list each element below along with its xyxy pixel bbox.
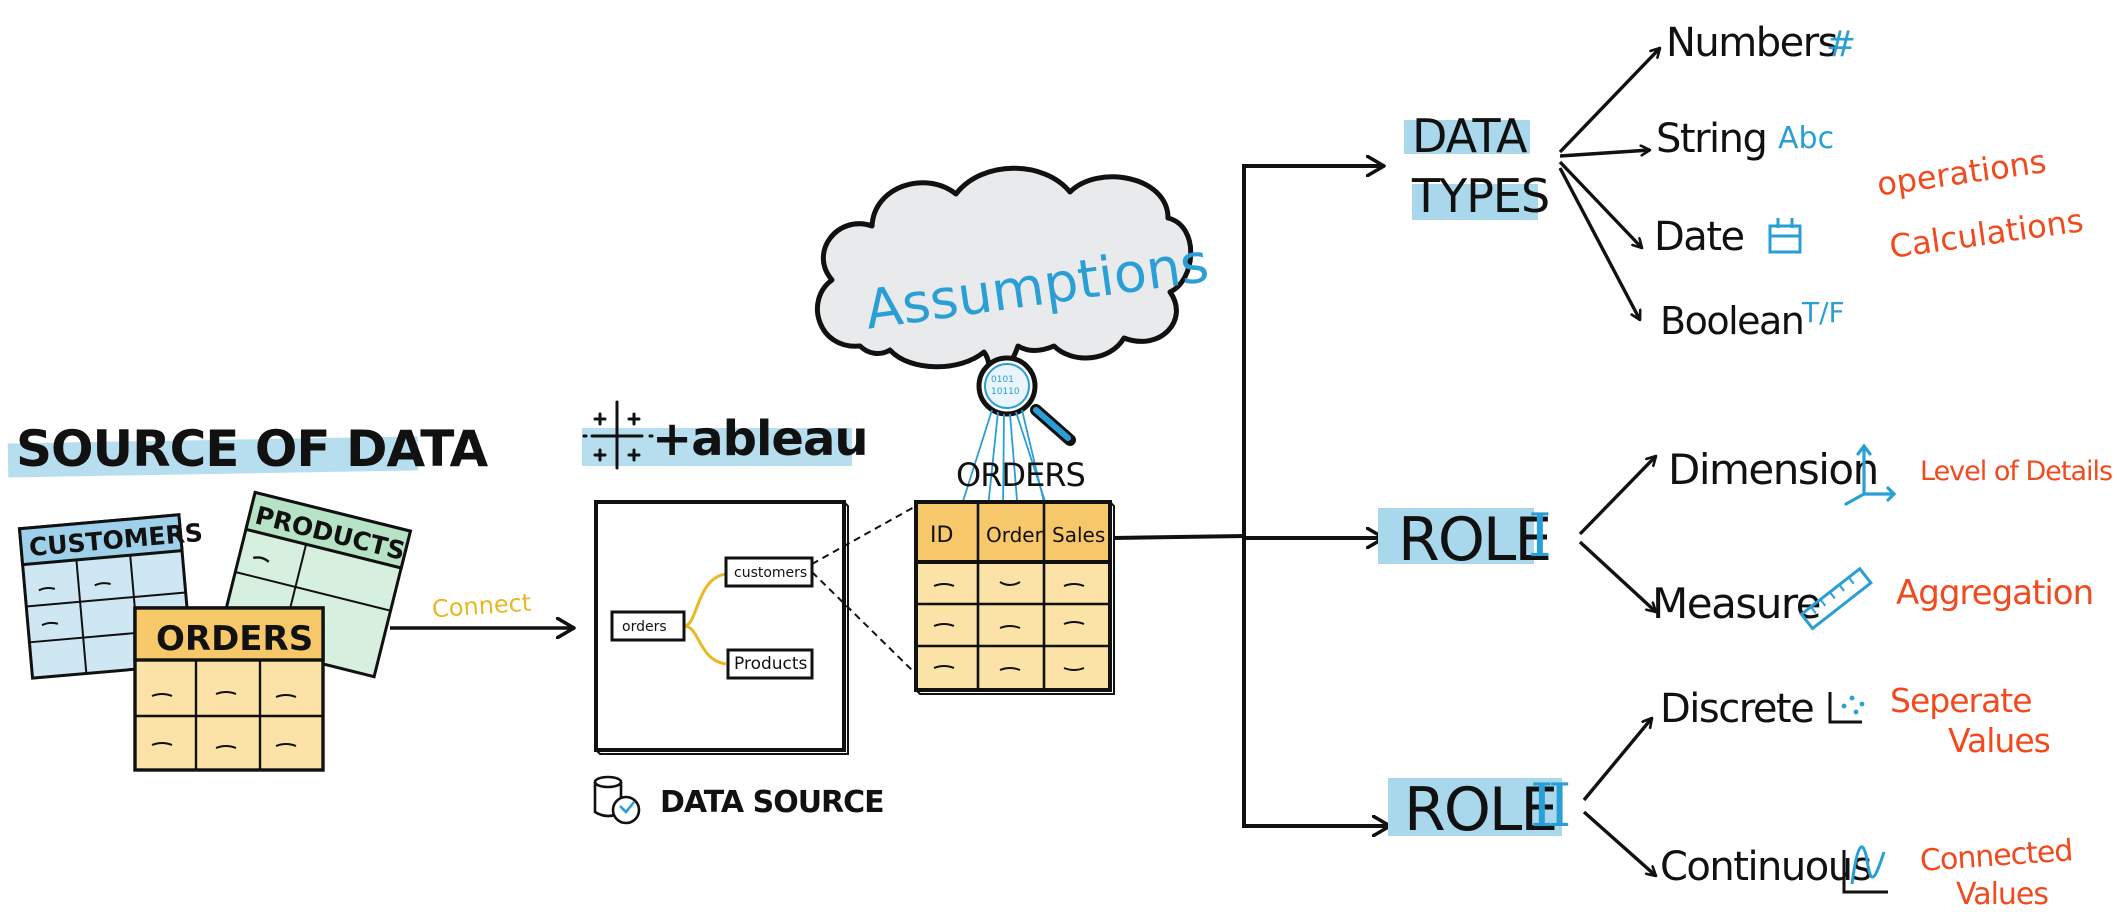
role1-dimension-note: Level of Details xyxy=(1920,456,2112,487)
scatter-icon xyxy=(1828,692,1865,724)
role2-numeral: II xyxy=(1530,771,1569,841)
tableau-group: +ableau orders customers Products DATA S… xyxy=(582,400,919,825)
canvas-products-label: Products xyxy=(734,654,808,674)
role2-discrete-note-line1: Seperate xyxy=(1890,681,2032,720)
tableau-logo-icon xyxy=(582,400,654,470)
canvas-customers-node xyxy=(724,556,814,588)
role1-highlight xyxy=(1378,508,1534,564)
source-of-data-group: SOURCE OF DATA CUSTOMERS PRODUCTS xyxy=(7,420,574,772)
data-types-label-line2: TYPES xyxy=(1411,169,1549,223)
canvas-customers-label: customers xyxy=(734,565,807,581)
branch-connectors xyxy=(1113,166,1390,826)
role1-label: ROLE xyxy=(1398,505,1550,575)
canvas-orders-node xyxy=(610,610,686,642)
role2-group: ROLE II Discrete Seperate Values Continu… xyxy=(1388,681,2073,912)
orders-col-sales: Sales xyxy=(1052,523,1105,547)
role2-discrete-note-line2: Values xyxy=(1948,721,2050,760)
type-numbers-label: Numbers xyxy=(1666,20,1837,66)
role2-continuous-label: Continuous xyxy=(1660,844,1871,890)
role2-discrete-label: Discrete xyxy=(1660,686,1813,732)
magnifier-icon: 0101 10110 xyxy=(976,355,1076,446)
role1-dimension-label: Dimension xyxy=(1668,445,1878,494)
role1-measure-note: Aggregation xyxy=(1896,573,2093,613)
ruler-icon xyxy=(1799,566,1873,631)
data-types-highlight xyxy=(1404,120,1530,154)
calendar-icon xyxy=(1768,218,1802,254)
data-types-note-calculations: Calculations xyxy=(1887,201,2086,266)
orders-table-group: ORDERS ID Order Sales xyxy=(914,456,1115,695)
type-boolean-label: Boolean xyxy=(1660,299,1803,343)
svg-text:0101: 0101 xyxy=(991,375,1014,385)
line-chart-icon xyxy=(1842,845,1888,894)
role2-continuous-note-line1: Connected xyxy=(1919,833,2074,879)
axes-icon xyxy=(1844,443,1897,506)
role1-measure-label: Measure xyxy=(1652,579,1820,628)
orders-col-id: ID xyxy=(930,523,953,548)
type-date-label: Date xyxy=(1654,214,1744,260)
source-title-highlight xyxy=(7,436,419,478)
tableau-logo-text: +ableau xyxy=(652,411,868,467)
role2-highlight xyxy=(1388,778,1562,836)
orders-col-order: Order xyxy=(986,523,1044,547)
type-string-label: String xyxy=(1656,116,1766,162)
data-types-group: DATA TYPES Numbers # String Abc Date Boo… xyxy=(1404,20,2086,343)
role2-label: ROLE xyxy=(1404,775,1556,845)
data-types-label-line1: DATA xyxy=(1412,109,1528,163)
assumptions-group: Assumptions 0101 10110 xyxy=(814,165,1212,679)
orders-source-table-card: ORDERS xyxy=(133,606,325,772)
source-of-data-title: SOURCE OF DATA xyxy=(16,420,488,478)
connect-label: Connect xyxy=(431,588,532,623)
role1-numeral: I xyxy=(1528,501,1552,571)
type-boolean-symbol: T/F xyxy=(1801,296,1845,329)
canvas-orders-label: orders xyxy=(622,619,667,635)
canvas-to-orders-dashed-lines xyxy=(811,505,919,677)
data-types-note-operations: operations xyxy=(1875,142,2049,203)
type-string-symbol: Abc xyxy=(1778,121,1834,156)
orders-table-title: ORDERS xyxy=(956,456,1085,494)
canvas-products-node xyxy=(726,648,814,680)
data-source-icon xyxy=(593,775,641,825)
role1-group: ROLE I Dimension Level of Details Measur… xyxy=(1378,443,2113,631)
tableau-logo-highlight xyxy=(582,428,852,466)
type-numbers-symbol: # xyxy=(1826,24,1856,65)
orders-source-table-label: ORDERS xyxy=(156,619,313,659)
data-source-label: DATA SOURCE xyxy=(660,785,884,820)
svg-text:10110: 10110 xyxy=(991,387,1020,397)
role2-continuous-note-line2: Values xyxy=(1956,877,2048,912)
